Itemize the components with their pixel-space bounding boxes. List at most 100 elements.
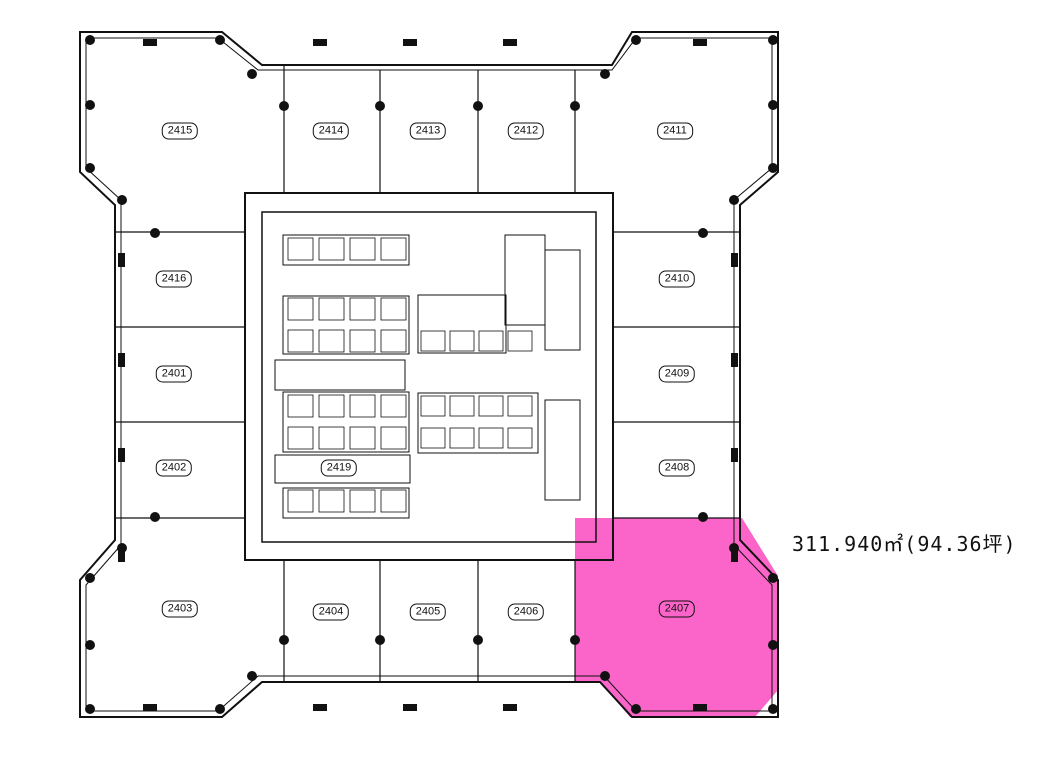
cell bbox=[287, 329, 314, 353]
unit-label[interactable]: 2409 bbox=[658, 365, 696, 383]
column bbox=[85, 704, 95, 714]
mullion bbox=[731, 548, 738, 562]
columns bbox=[85, 35, 778, 714]
unit-label[interactable]: 2401 bbox=[155, 365, 193, 383]
cell bbox=[287, 237, 314, 261]
column bbox=[150, 228, 160, 238]
cell bbox=[349, 394, 376, 418]
cell bbox=[380, 237, 407, 261]
unit-label[interactable]: 2411 bbox=[657, 122, 693, 140]
cell bbox=[449, 395, 475, 417]
column bbox=[698, 512, 708, 522]
cell bbox=[349, 329, 376, 353]
cell bbox=[287, 426, 314, 450]
mullion bbox=[118, 353, 125, 367]
unit-label[interactable]: 2419 bbox=[320, 459, 358, 477]
column bbox=[85, 573, 95, 583]
cell bbox=[287, 489, 314, 513]
cell bbox=[287, 297, 314, 321]
cell bbox=[478, 395, 504, 417]
cell bbox=[318, 237, 345, 261]
mullion bbox=[118, 448, 125, 462]
column bbox=[698, 228, 708, 238]
column bbox=[375, 101, 385, 111]
unit-label[interactable]: 2410 bbox=[658, 270, 696, 288]
column bbox=[473, 101, 483, 111]
unit-label[interactable]: 2402 bbox=[155, 459, 193, 477]
column bbox=[768, 35, 778, 45]
mullion bbox=[693, 704, 707, 711]
unit-label[interactable]: 2415 bbox=[161, 122, 199, 140]
mullion bbox=[143, 704, 157, 711]
unit-label[interactable]: 2406 bbox=[507, 603, 545, 621]
cell bbox=[349, 297, 376, 321]
column bbox=[247, 671, 257, 681]
unit-label[interactable]: 2414 bbox=[312, 122, 350, 140]
unit-label[interactable]: 2416 bbox=[155, 270, 193, 288]
column bbox=[768, 704, 778, 714]
core-outline bbox=[244, 192, 614, 561]
cell bbox=[318, 489, 345, 513]
mullion bbox=[693, 39, 707, 46]
column bbox=[247, 69, 257, 79]
column bbox=[279, 635, 289, 645]
cell bbox=[318, 426, 345, 450]
cell bbox=[420, 395, 446, 417]
unit-label[interactable]: 2408 bbox=[658, 459, 696, 477]
mullion bbox=[403, 39, 417, 46]
unit-label[interactable]: 2412 bbox=[507, 122, 545, 140]
column bbox=[570, 635, 580, 645]
mullion bbox=[118, 548, 125, 562]
cell bbox=[507, 330, 533, 352]
cell bbox=[380, 394, 407, 418]
column bbox=[85, 640, 95, 650]
cell bbox=[507, 427, 533, 449]
mullion bbox=[313, 39, 327, 46]
cell bbox=[318, 297, 345, 321]
cell bbox=[349, 489, 376, 513]
cell bbox=[478, 427, 504, 449]
unit-2407-highlight[interactable] bbox=[575, 518, 778, 717]
cell bbox=[420, 330, 446, 352]
column bbox=[279, 101, 289, 111]
column bbox=[729, 195, 739, 205]
column bbox=[768, 163, 778, 173]
column bbox=[117, 195, 127, 205]
column bbox=[631, 35, 641, 45]
column bbox=[375, 635, 385, 645]
mullion bbox=[503, 704, 517, 711]
column bbox=[768, 573, 778, 583]
mullion bbox=[118, 253, 125, 267]
unit-label[interactable]: 2403 bbox=[161, 600, 199, 618]
unit-label[interactable]: 2404 bbox=[312, 603, 350, 621]
cell bbox=[349, 237, 376, 261]
mullion bbox=[143, 39, 157, 46]
column bbox=[768, 100, 778, 110]
column bbox=[631, 704, 641, 714]
cell bbox=[380, 489, 407, 513]
mullion bbox=[731, 448, 738, 462]
mullion bbox=[313, 704, 327, 711]
unit-label[interactable]: 2413 bbox=[409, 122, 447, 140]
cell bbox=[380, 297, 407, 321]
column bbox=[85, 100, 95, 110]
core-cells bbox=[287, 237, 533, 513]
column bbox=[150, 512, 160, 522]
column bbox=[85, 35, 95, 45]
mullion bbox=[731, 353, 738, 367]
cell bbox=[478, 330, 504, 352]
mullion bbox=[731, 253, 738, 267]
mullion bbox=[503, 39, 517, 46]
window-mullions bbox=[118, 39, 738, 711]
column bbox=[215, 704, 225, 714]
cell bbox=[380, 329, 407, 353]
cell bbox=[287, 394, 314, 418]
cell bbox=[449, 427, 475, 449]
mullion bbox=[403, 704, 417, 711]
column bbox=[215, 35, 225, 45]
cell bbox=[507, 395, 533, 417]
column bbox=[600, 671, 610, 681]
unit-label[interactable]: 2405 bbox=[409, 603, 447, 621]
unit-label-highlighted[interactable]: 2407 bbox=[658, 600, 696, 618]
